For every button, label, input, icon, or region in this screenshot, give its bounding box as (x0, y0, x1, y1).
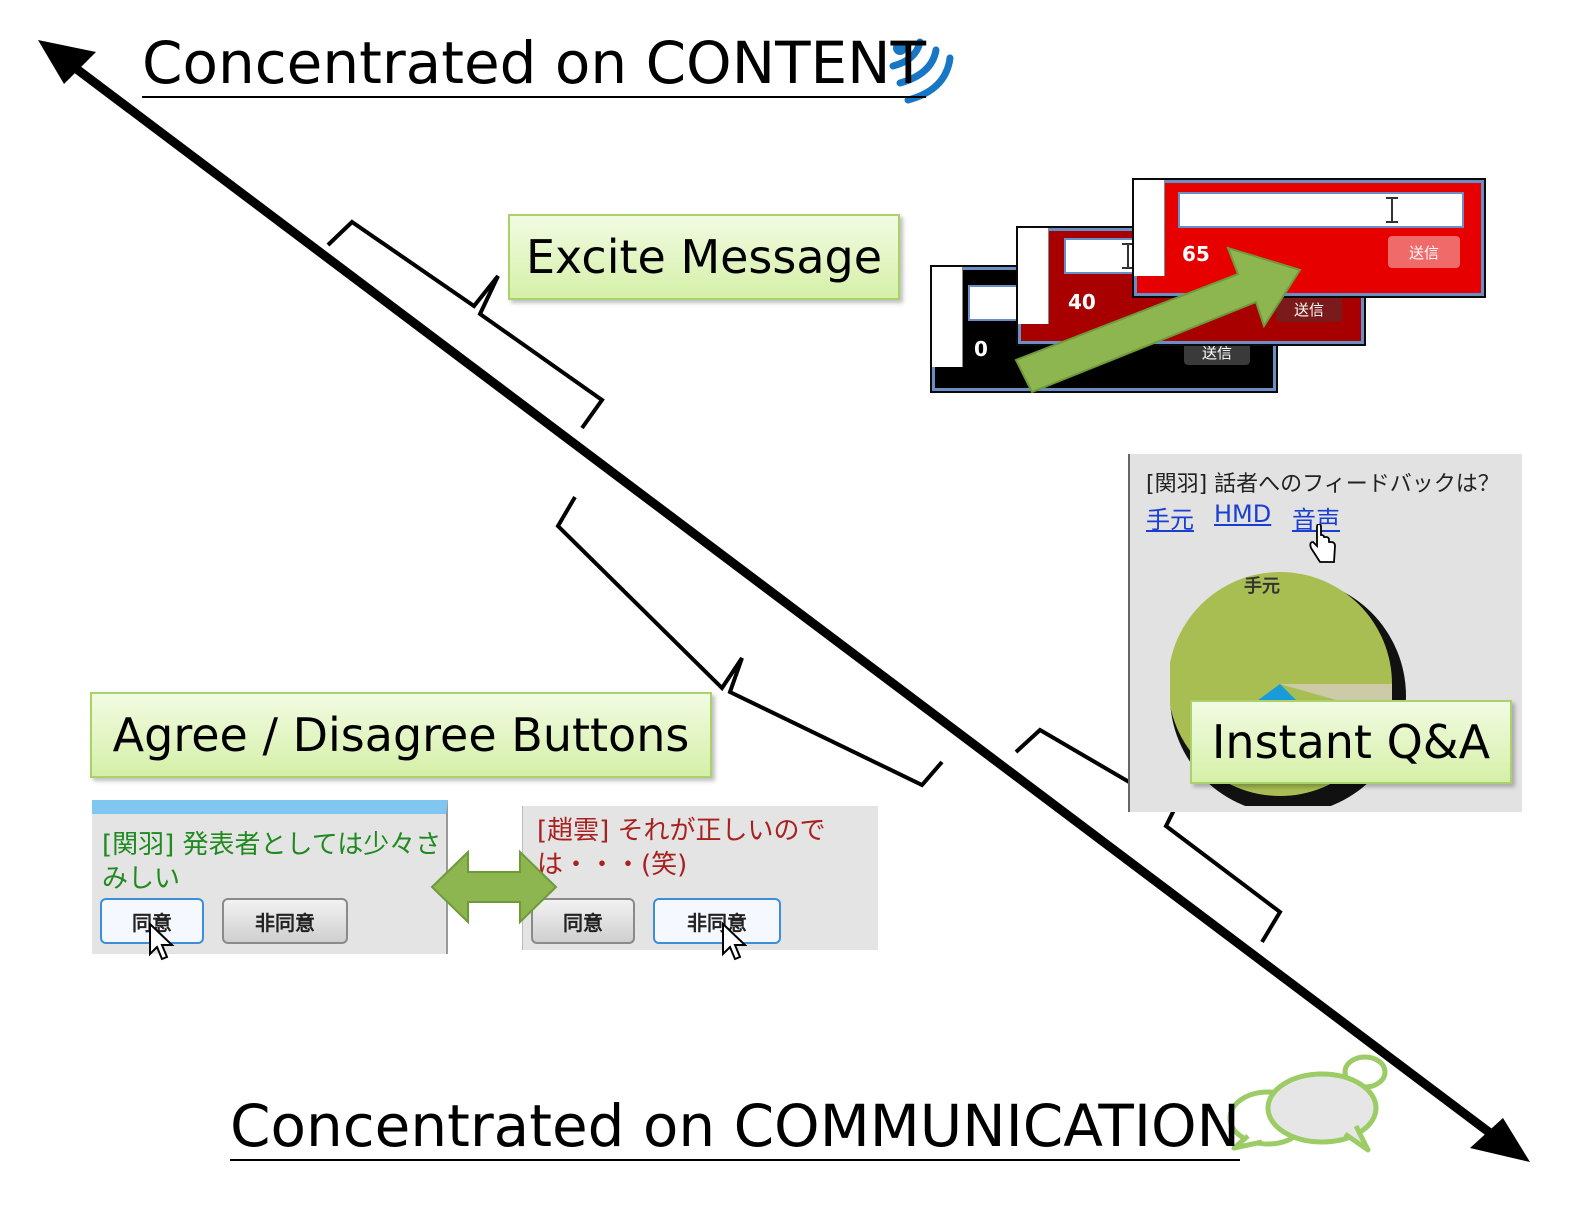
disagree-button-1[interactable]: 非同意 (222, 898, 348, 944)
excite-count-0: 0 (974, 337, 988, 361)
callout-agree-disagree: Agree / Disagree Buttons (90, 692, 712, 778)
hand-pointer-icon (1309, 524, 1336, 563)
comment-text-2: [趙雲] それが正しいのでは・・・(笑) (537, 816, 826, 880)
comment-panel-agree: [関羽] 発表者としては少々さみしい 同意 非同意 (92, 800, 448, 961)
disagree-button-2[interactable]: 非同意 (653, 898, 781, 944)
excite-input-40[interactable] (1064, 238, 1140, 274)
qa-option-hmd[interactable]: HMD (1214, 500, 1272, 528)
axis-arrowhead-bottom (1470, 1118, 1530, 1162)
excite-count-40: 40 (1068, 290, 1096, 314)
brace-excite (326, 219, 605, 430)
heading-communication: Concentrated on COMMUNICATION (230, 1092, 1240, 1161)
excite-count-65: 65 (1182, 242, 1210, 266)
qa-option-voice[interactable]: 音声 (1292, 506, 1340, 534)
qa-pie-label: 手元 (1244, 576, 1280, 597)
callout-excite-message: Excite Message (508, 214, 900, 300)
heading-content: Concentrated on CONTENT (142, 29, 926, 98)
excite-send-button-40[interactable]: 送信 (1276, 296, 1342, 322)
qa-question: [関羽] 話者へのフィードバックは？ (1146, 472, 1500, 497)
excite-input-65[interactable] (1178, 192, 1464, 228)
qa-option-hand[interactable]: 手元 (1146, 506, 1194, 534)
callout-instant-qa: Instant Q&A (1190, 700, 1512, 784)
brace-agree (555, 495, 944, 788)
axis-line (59, 54, 1513, 1152)
excite-send-button-65[interactable]: 送信 (1388, 236, 1460, 268)
mouse-pointer-icon (722, 922, 748, 961)
comment-panel-disagree: [趙雲] それが正しいのでは・・・(笑) 同意 非同意 (522, 806, 878, 961)
agree-button-2[interactable]: 同意 (531, 898, 635, 944)
text-cursor-icon (1386, 197, 1398, 223)
axis-arrowhead-top (38, 40, 96, 84)
comment-text-1: [関羽] 発表者としては少々さみしい (102, 830, 442, 894)
chat-bubbles-icon (1227, 1054, 1388, 1153)
mouse-pointer-icon (149, 922, 175, 961)
excite-window-65: 65 送信 (1132, 178, 1486, 298)
